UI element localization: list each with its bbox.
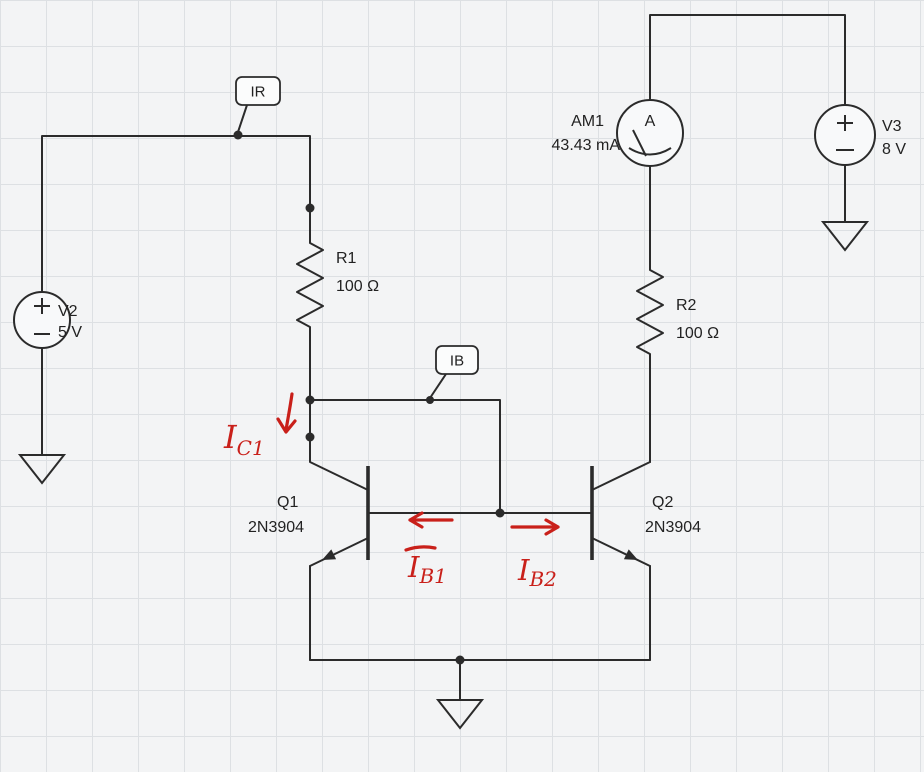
- wire-r1-to-q1-collector: [309, 339, 369, 491]
- r1-designator: R1: [336, 250, 357, 267]
- ground-triangle: [17, 454, 67, 485]
- probe-ir-tap-line: [237, 104, 248, 133]
- r1-value: 100 Ω: [336, 278, 379, 295]
- annotation-ic1-main: I: [223, 418, 238, 456]
- junction-dot: [305, 432, 315, 442]
- junction-dot: [495, 508, 505, 518]
- v3-body-circle: [814, 104, 876, 166]
- q1-model: 2N3904: [248, 519, 304, 536]
- probe-ir-label: IR: [251, 84, 266, 101]
- q2-emitter-line: [591, 537, 651, 567]
- annotation-ib1-main: I: [407, 550, 420, 584]
- q2-model: 2N3904: [645, 519, 701, 536]
- probe-ir: IR: [235, 76, 281, 133]
- annotation-ic1: IC1: [223, 392, 297, 460]
- junction-dot: [305, 203, 315, 213]
- ground-triangle: [820, 221, 870, 252]
- voltage-source-v3: V3 8 V: [814, 104, 906, 166]
- wire-base-branch: [309, 399, 501, 514]
- v2-body-circle: [13, 291, 71, 349]
- probe-ib-box: [435, 345, 479, 375]
- v2-value: 5 V: [58, 324, 82, 341]
- v2-designator: V2: [58, 303, 78, 320]
- am1-designator: AM1: [571, 113, 604, 130]
- resistor-r1: R1 100 Ω: [296, 234, 379, 341]
- am1-needle: [632, 129, 647, 157]
- wire-v2-to-r1: [41, 135, 311, 293]
- transistor-q1: Q1 2N3904: [248, 466, 370, 567]
- annotation-ib2: IB2: [510, 518, 560, 591]
- ib1-overbar-stroke: [404, 545, 437, 552]
- q2-designator: Q2: [652, 494, 673, 511]
- annotation-ib2-main: I: [517, 553, 530, 587]
- annotation-ib2-text: IB2: [517, 553, 557, 591]
- annotation-ic1-text: IC1: [223, 418, 265, 460]
- q2-emitter-arrow: [623, 549, 638, 560]
- ib2-right-arrow: [510, 518, 560, 536]
- ground-symbol-v2: [17, 454, 67, 485]
- junction-dot: [233, 130, 243, 140]
- wires: [41, 14, 846, 701]
- junction-dot: [426, 396, 434, 404]
- am1-body-circle: [616, 99, 684, 167]
- am1-gauge-arc: [628, 147, 672, 156]
- r2-designator: R2: [676, 297, 697, 314]
- annotation-ib1: IB1: [404, 511, 454, 588]
- transistor-q2: Q2 2N3904: [590, 461, 701, 567]
- resistor-r2: R2 100 Ω: [636, 261, 719, 368]
- v3-value: 8 V: [882, 141, 906, 158]
- probe-ib-tap-line: [429, 373, 447, 399]
- am1-reading: 43.43 mA: [552, 137, 621, 154]
- v3-plus-icon: [837, 115, 853, 131]
- junction-dot: [455, 655, 465, 665]
- annotation-ib1-sub: B1: [418, 564, 446, 588]
- junction-dot: [305, 395, 315, 405]
- q1-designator: Q1: [277, 494, 298, 511]
- annotation-ic1-sub: C1: [237, 436, 265, 460]
- r2-value: 100 Ω: [676, 325, 719, 342]
- probe-ib-label: IB: [450, 353, 464, 370]
- voltage-source-v2: V2 5 V: [13, 291, 82, 349]
- am1-meter-letter: A: [645, 113, 656, 130]
- probe-ib: IB: [429, 345, 479, 399]
- q1-emitter-line: [309, 537, 369, 567]
- junction-dots: [233, 130, 505, 665]
- ground-triangle: [435, 699, 485, 730]
- ammeter-am1: A AM1 43.43 mA: [552, 99, 684, 167]
- q2-collector-line: [591, 461, 651, 491]
- v2-plus-icon: [34, 298, 50, 314]
- wire-ammeter-to-v3: [649, 14, 846, 106]
- q1-emitter-arrow: [322, 549, 337, 560]
- ic1-down-arrow: [276, 392, 297, 434]
- ib1-left-arrow: [408, 511, 454, 529]
- ground-symbol-bottom: [435, 699, 485, 730]
- r1-zigzag: [296, 234, 324, 341]
- ground-symbol-v3: [820, 221, 870, 252]
- annotation-ib2-sub: B2: [528, 567, 556, 591]
- annotation-ib1-text: IB1: [407, 550, 447, 588]
- r2-zigzag: [636, 261, 664, 368]
- probe-ir-box: [235, 76, 281, 106]
- v3-designator: V3: [882, 118, 902, 135]
